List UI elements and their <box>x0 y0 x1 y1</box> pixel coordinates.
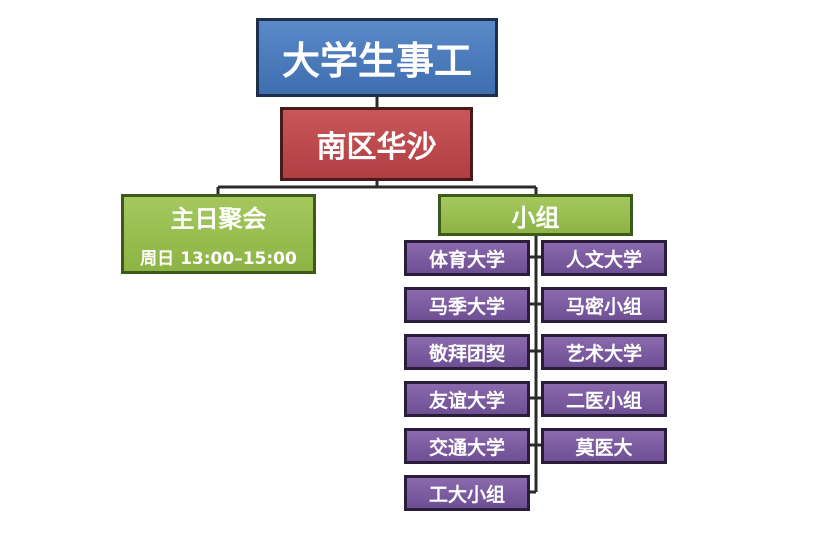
region-node: 南区华沙 <box>280 107 473 181</box>
group-item-label: 体育大学 <box>428 248 505 271</box>
group-item-label: 工大小组 <box>428 483 505 506</box>
group-item: 体育大学 <box>404 240 530 276</box>
sunday-service-label: 主日聚会 <box>170 205 267 233</box>
group-item-label: 马季大学 <box>428 295 505 318</box>
region-label: 南区华沙 <box>316 130 437 165</box>
group-item-label: 马密小组 <box>565 295 642 318</box>
group-item: 友谊大学 <box>404 381 530 417</box>
group-item-label: 人文大学 <box>565 248 642 271</box>
root-label: 大学生事工 <box>281 39 472 83</box>
group-item: 莫医大 <box>541 428 667 464</box>
group-item-label: 敬拜团契 <box>428 342 505 365</box>
group-item-label: 友谊大学 <box>428 389 505 412</box>
group-item: 工大小组 <box>404 475 530 511</box>
group-item-label: 交通大学 <box>428 436 505 459</box>
groups-label: 小组 <box>511 203 560 232</box>
group-item: 交通大学 <box>404 428 530 464</box>
sunday-service-time: 周日 13:00–15:00 <box>140 249 297 269</box>
groups-node: 小组 <box>438 194 633 236</box>
group-item: 人文大学 <box>541 240 667 276</box>
group-item: 马季大学 <box>404 287 530 323</box>
group-item-label: 艺术大学 <box>565 342 642 365</box>
group-item: 艺术大学 <box>541 334 667 370</box>
group-item-label: 二医小组 <box>565 389 642 412</box>
group-item: 二医小组 <box>541 381 667 417</box>
group-item: 马密小组 <box>541 287 667 323</box>
root-node: 大学生事工 <box>256 18 498 97</box>
sunday-service-node: 主日聚会 周日 13:00–15:00 <box>121 194 316 274</box>
group-item: 敬拜团契 <box>404 334 530 370</box>
group-item-label: 莫医大 <box>575 436 633 459</box>
